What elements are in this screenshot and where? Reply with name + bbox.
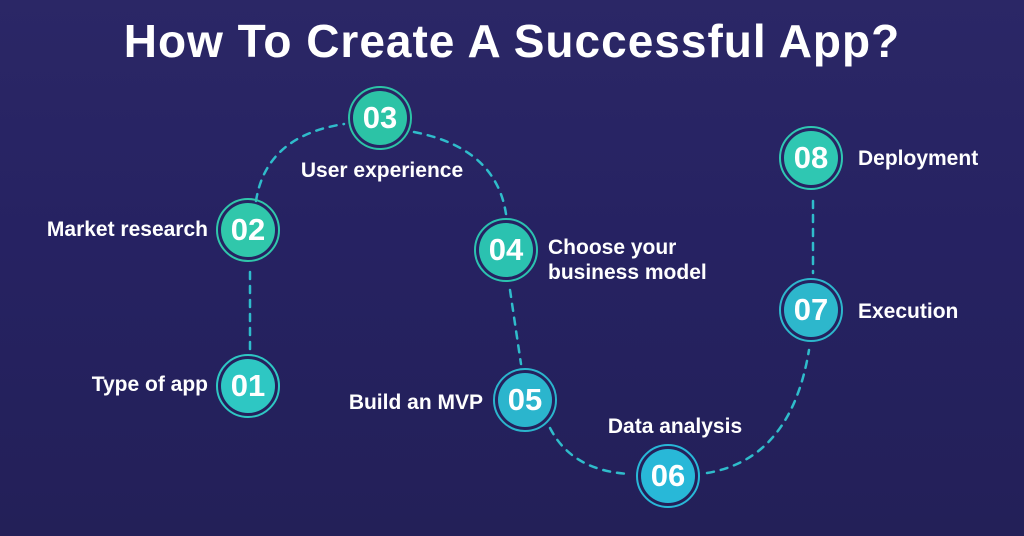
step-circle-fill: 02 (221, 203, 275, 257)
page-title: How To Create A Successful App? (123, 15, 901, 67)
step-number: 07 (793, 292, 829, 327)
step-label-04: Choose your business model (548, 236, 707, 284)
step-circle-fill: 05 (498, 373, 552, 427)
step-circle-fill: 04 (479, 223, 533, 277)
step-label-06: Data analysis (607, 415, 743, 438)
step-circle-02: 02 (216, 198, 280, 262)
step-label-01: Type of app (91, 373, 208, 396)
step-circle-07: 07 (779, 278, 843, 342)
step-label-08: Deployment (858, 147, 979, 170)
step-number: 04 (488, 232, 524, 267)
step-label-03: User experience (300, 159, 464, 182)
connector-04-05 (508, 288, 523, 366)
connector-02-03 (254, 122, 346, 203)
connector-06-07 (705, 348, 811, 475)
step-number: 08 (793, 140, 829, 175)
step-circle-fill: 07 (784, 283, 838, 337)
step-circle-05: 05 (493, 368, 557, 432)
step-circle-fill: 06 (641, 449, 695, 503)
step-label-07: Execution (858, 300, 959, 323)
step-number: 02 (230, 212, 266, 247)
step-circle-fill: 08 (784, 131, 838, 185)
connector-05-06 (548, 426, 632, 476)
step-number: 03 (362, 100, 398, 135)
step-number: 01 (230, 368, 266, 403)
step-label-02: Market research (46, 218, 208, 241)
step-circle-03: 03 (348, 86, 412, 150)
step-circle-01: 01 (216, 354, 280, 418)
step-circle-fill: 03 (353, 91, 407, 145)
step-number: 06 (650, 458, 686, 493)
step-circle-06: 06 (636, 444, 700, 508)
step-number: 05 (507, 382, 543, 417)
connector-03-04 (412, 130, 508, 216)
step-label-05: Build an MVP (348, 391, 483, 414)
step-circle-08: 08 (779, 126, 843, 190)
step-circle-04: 04 (474, 218, 538, 282)
step-circle-fill: 01 (221, 359, 275, 413)
